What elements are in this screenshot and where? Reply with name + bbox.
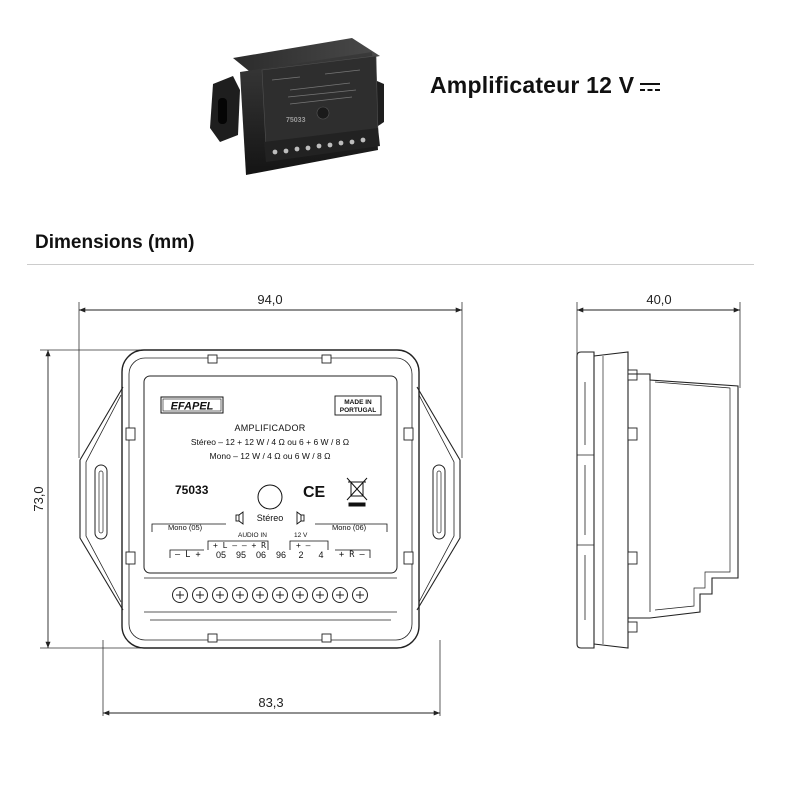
- speaker-left-icon: [235, 511, 244, 525]
- power-label: 12 V: [294, 532, 308, 539]
- terminal-number: 2: [298, 550, 303, 560]
- page-title: Amplificateur 12 V: [430, 72, 661, 99]
- audio-in-label: AUDIO IN: [238, 532, 267, 539]
- spec-mono: Mono – 12 W / 4 Ω ou 6 W / 8 Ω: [210, 451, 331, 461]
- terminal-number: 95: [236, 550, 246, 560]
- faceplate-model: 75033: [175, 483, 209, 497]
- speaker-right-icon: [296, 511, 305, 525]
- ce-mark: CE: [303, 484, 326, 501]
- section-title: Dimensions (mm): [35, 232, 195, 253]
- photo-model-label: 75033: [286, 117, 306, 124]
- title-text: Amplificateur 12 V: [430, 72, 635, 98]
- mode-knob-icon: [257, 484, 283, 510]
- terminal-number: 96: [276, 550, 286, 560]
- country-label: PORTUGAL: [340, 407, 377, 414]
- side-view: 40,0: [576, 292, 741, 649]
- left-output-label: – L +: [175, 550, 201, 560]
- mono-left-label: Mono (05): [168, 523, 203, 532]
- dim-depth-label: 40,0: [646, 292, 671, 307]
- section-divider: [27, 264, 754, 265]
- product-name: AMPLIFICADOR: [234, 423, 305, 433]
- terminal-strip: [172, 587, 368, 603]
- weee-bin-icon: [346, 477, 368, 507]
- mono-right-label: Mono (06): [332, 523, 367, 532]
- power-polarity: + –: [296, 541, 311, 550]
- terminal-number: 4: [318, 550, 323, 560]
- front-view: 94,0 73,0 83,3 EFAP: [31, 292, 463, 716]
- mode-label: Stéreo: [257, 513, 284, 523]
- made-in-label: MADE IN: [344, 399, 372, 406]
- front-body-outline: [121, 349, 420, 649]
- product-photo: 75033: [210, 38, 384, 175]
- right-output-label: + R –: [339, 550, 365, 560]
- terminal-number: 05: [216, 550, 226, 560]
- dim-inner-width-label: 83,3: [258, 695, 283, 710]
- dim-width-label: 94,0: [257, 292, 282, 307]
- dim-height-label: 73,0: [31, 486, 46, 511]
- audio-polarity: + L – – + R: [213, 541, 266, 550]
- terminal-number: 06: [256, 550, 266, 560]
- faceplate-brand-logo: EFAPEL: [171, 401, 214, 413]
- photo-knob-icon: [316, 106, 330, 120]
- dc-symbol-icon: [640, 81, 661, 93]
- spec-stereo: Stéreo – 12 + 12 W / 4 Ω ou 6 + 6 W / 8 …: [191, 437, 349, 447]
